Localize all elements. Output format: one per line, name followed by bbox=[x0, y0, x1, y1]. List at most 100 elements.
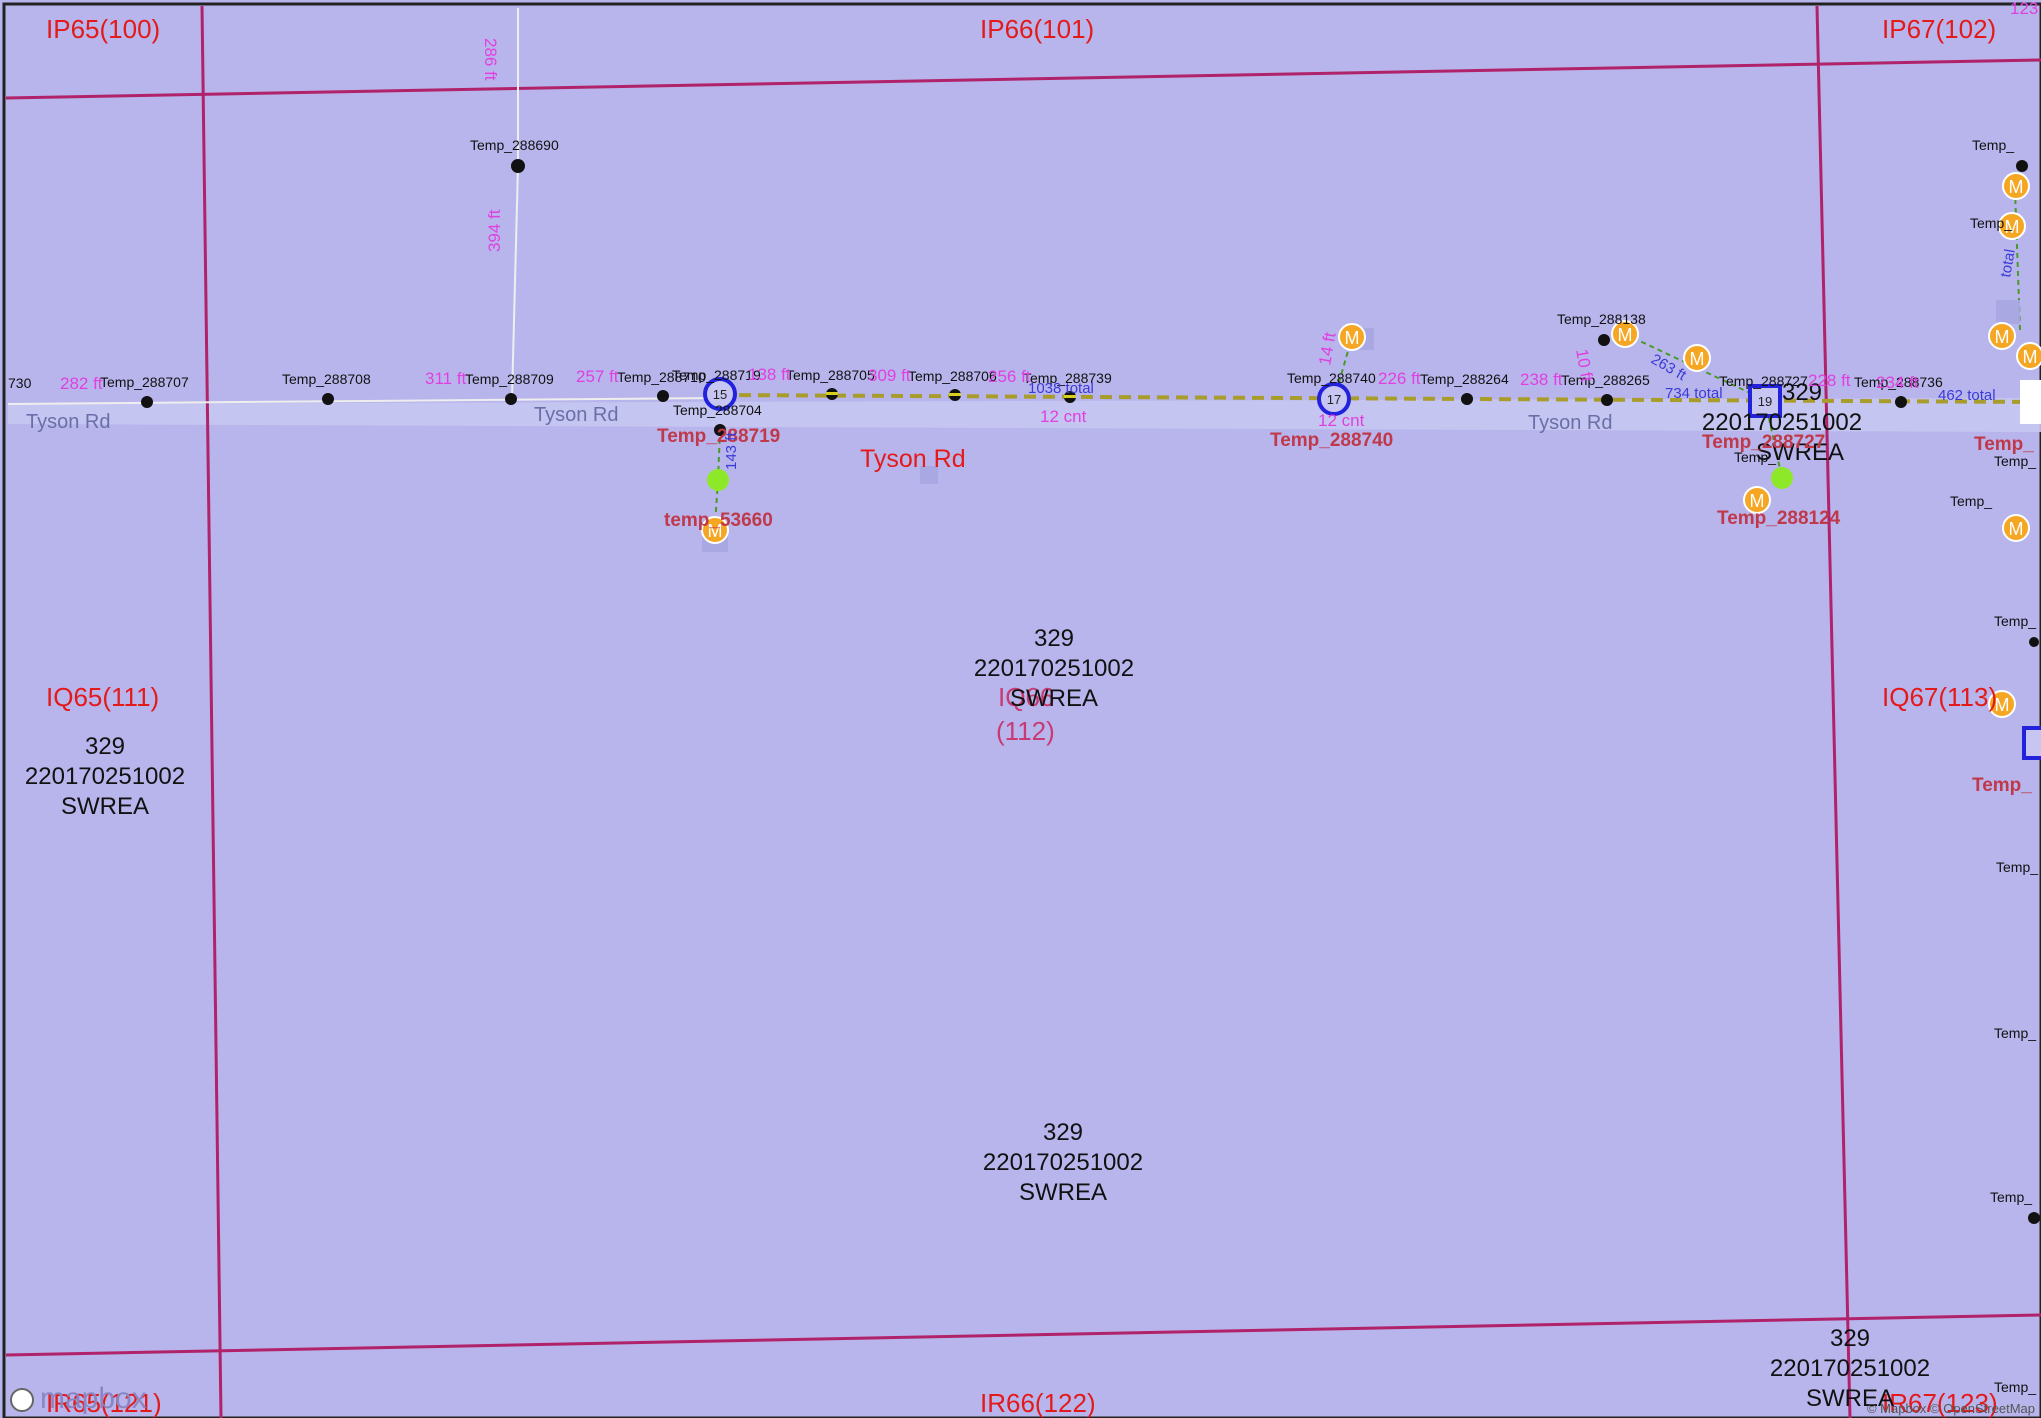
svg-text:Temp_: Temp_ bbox=[1994, 613, 2036, 629]
grid-label-iq66: IQ66 bbox=[998, 682, 1054, 712]
svg-text:SWREA: SWREA bbox=[1756, 439, 1844, 466]
grid-labels: IP65(100) IP66(101) IP67(102) IQ65(111) … bbox=[46, 14, 1998, 1418]
svg-text:M: M bbox=[2009, 177, 2024, 197]
parcel-label: 329 220170251002 SWREA bbox=[974, 625, 1134, 712]
svg-text:394 ft: 394 ft bbox=[485, 209, 504, 252]
meter-icon: M bbox=[2016, 342, 2041, 370]
grid-label-ir66: IR66(122) bbox=[980, 1388, 1096, 1418]
svg-text:Temp_288705: Temp_288705 bbox=[786, 367, 875, 383]
grid-label-iq66-num: (112) bbox=[996, 716, 1055, 746]
svg-text:123 ft: 123 ft bbox=[2010, 0, 2041, 18]
meter-icon: M bbox=[2002, 172, 2030, 200]
svg-text:Temp_288264: Temp_288264 bbox=[1420, 371, 1509, 387]
svg-text:462 total: 462 total bbox=[1938, 387, 1996, 404]
svg-text:226 ft: 226 ft bbox=[1378, 369, 1421, 388]
svg-text:temp_53660: temp_53660 bbox=[664, 510, 773, 531]
closure-17[interactable]: 17 bbox=[1317, 382, 1351, 416]
svg-text:Temp_288707: Temp_288707 bbox=[100, 374, 189, 390]
closure-15[interactable]: 15 bbox=[703, 377, 737, 411]
svg-text:Temp_: Temp_ bbox=[1950, 493, 1992, 509]
road-label: Tyson Rd bbox=[1528, 412, 1612, 434]
svg-text:734 total: 734 total bbox=[1665, 385, 1723, 402]
svg-text:Temp_288710: Temp_288710 bbox=[617, 369, 706, 385]
svg-text:Temp_288719: Temp_288719 bbox=[657, 426, 780, 447]
svg-text:Temp_: Temp_ bbox=[1994, 453, 2036, 469]
grid-label-iq65: IQ65(111) bbox=[46, 682, 159, 712]
parcel-label: 329 220170251002 SWREA bbox=[25, 733, 185, 820]
svg-text:329: 329 bbox=[1043, 1119, 1083, 1146]
road-label: Tyson Rd bbox=[26, 411, 110, 433]
footage-labels: 282 ft 311 ft 257 ft 138 ft 309 ft 256 f… bbox=[60, 0, 2041, 393]
svg-text:220170251002: 220170251002 bbox=[974, 655, 1134, 682]
svg-text:Temp_: Temp_ bbox=[1734, 449, 1776, 465]
svg-text:234 ft: 234 ft bbox=[1876, 373, 1919, 392]
svg-text:282 ft: 282 ft bbox=[60, 374, 103, 393]
svg-text:12 cnt: 12 cnt bbox=[1318, 411, 1365, 430]
node-288736 bbox=[1895, 396, 1907, 408]
map-edge-panel bbox=[2020, 380, 2041, 424]
highlight-labels: Temp_288719 temp_53660 Temp_288740 Temp_… bbox=[657, 426, 2034, 796]
svg-text:total: total bbox=[1997, 248, 2019, 279]
mapbox-logo-icon[interactable] bbox=[10, 1388, 34, 1412]
node-points bbox=[141, 159, 2040, 1224]
node-288710 bbox=[657, 390, 669, 402]
svg-text:M: M bbox=[1995, 695, 2010, 715]
closure-edge[interactable] bbox=[2022, 726, 2041, 760]
closure-19[interactable]: 19 bbox=[1748, 384, 1782, 418]
svg-text:Temp_288727: Temp_288727 bbox=[1719, 373, 1808, 389]
svg-text:19: 19 bbox=[1758, 394, 1772, 409]
svg-text:M: M bbox=[1750, 491, 1765, 511]
svg-text:Temp_288706: Temp_288706 bbox=[908, 368, 997, 384]
svg-text:M: M bbox=[2023, 347, 2038, 367]
road-labels: Tyson Rd Tyson Rd Tyson Rd Tyson Rd bbox=[26, 404, 1612, 473]
svg-text:M: M bbox=[2009, 519, 2024, 539]
road-label: Tyson Rd bbox=[534, 404, 618, 426]
svg-text:SWREA: SWREA bbox=[1806, 1385, 1894, 1412]
node-edge-1 bbox=[2016, 160, 2028, 172]
grid-label-iq67: IQ67(113) bbox=[1882, 682, 1997, 712]
node-288707 bbox=[141, 396, 153, 408]
svg-text:Temp_288708: Temp_288708 bbox=[282, 371, 371, 387]
svg-text:Temp_: Temp_ bbox=[1974, 434, 2034, 455]
grid-label-ip66: IP66(101) bbox=[980, 14, 1094, 44]
svg-text:Temp_288709: Temp_288709 bbox=[465, 371, 554, 387]
meter-icon: M bbox=[1988, 322, 2016, 350]
svg-text:12 cnt: 12 cnt bbox=[1040, 407, 1087, 426]
parcel-label: 329 220170251002 SWREA bbox=[1770, 1325, 1930, 1412]
svg-text:Temp_288719: Temp_288719 bbox=[672, 367, 761, 383]
svg-text:Temp_: Temp_ bbox=[1970, 215, 2012, 231]
mapbox-logo-text[interactable]: mapbox bbox=[40, 1382, 147, 1415]
svg-text:256 ft: 256 ft bbox=[988, 367, 1031, 386]
svg-text:Temp_: Temp_ bbox=[1994, 1379, 2036, 1395]
grid-line-v-left bbox=[200, 5, 223, 1418]
meter-icon: M bbox=[1743, 486, 1771, 514]
grid-label-ip65: IP65(100) bbox=[46, 14, 160, 44]
svg-text:329: 329 bbox=[85, 733, 125, 760]
svg-text:Temp_288265: Temp_288265 bbox=[1561, 372, 1650, 388]
closure-markers[interactable]: 15 17 19 bbox=[703, 377, 2041, 760]
svg-text:Temp_: Temp_ bbox=[1990, 1189, 2032, 1205]
svg-text:143 ft: 143 ft bbox=[723, 432, 740, 470]
node-288138 bbox=[1598, 334, 1610, 346]
yellow-ticks bbox=[826, 392, 1076, 398]
svg-text:M: M bbox=[708, 521, 723, 541]
count-labels: 12 cnt 12 cnt bbox=[1040, 407, 1365, 430]
grid-line-h-bottom bbox=[5, 1313, 2041, 1357]
map-attribution[interactable]: © Mapbox © OpenStreetMap bbox=[1866, 1401, 2035, 1416]
svg-text:220170251002: 220170251002 bbox=[25, 763, 185, 790]
node-288709 bbox=[505, 393, 517, 405]
svg-text:15: 15 bbox=[713, 387, 727, 402]
svg-text:Temp_288727: Temp_288727 bbox=[1702, 432, 1825, 453]
meter-icon: M bbox=[1988, 690, 2016, 718]
node-edge-4 bbox=[2029, 637, 2039, 647]
svg-text:M: M bbox=[2005, 217, 2020, 237]
node-288265 bbox=[1601, 394, 1613, 406]
svg-text:Temp_: Temp_ bbox=[1996, 859, 2038, 875]
svg-text:Temp_288740: Temp_288740 bbox=[1270, 430, 1393, 451]
svg-text:Temp_: Temp_ bbox=[1972, 775, 2032, 796]
svg-text:Temp_288690: Temp_288690 bbox=[470, 137, 559, 153]
node-edge-3 bbox=[2028, 1212, 2040, 1224]
svg-text:329: 329 bbox=[1782, 379, 1822, 406]
